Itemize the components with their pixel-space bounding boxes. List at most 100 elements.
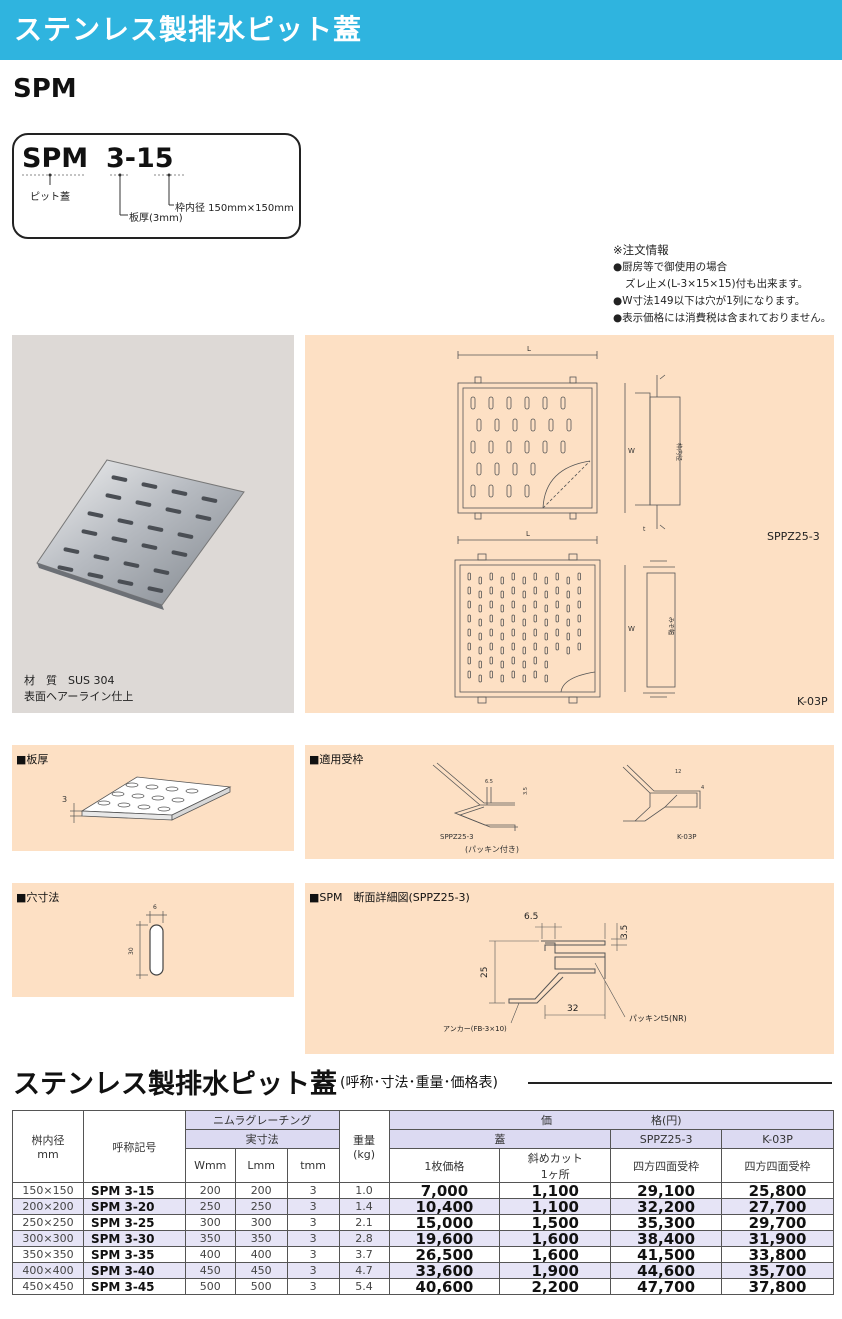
table-cell: 300×300 — [12, 1230, 84, 1247]
table-cell: 15,000 — [388, 1214, 501, 1231]
section-d-height: 25 — [480, 967, 490, 978]
page-title: ステンレス製排水ピット蓋 — [14, 13, 363, 46]
section-anchor: アンカー(FB-3×10) — [443, 1025, 507, 1033]
table-cell: 3 — [286, 1214, 340, 1231]
table-cell: 33,800 — [721, 1246, 834, 1263]
th-t: tmm — [286, 1148, 340, 1183]
table-cell: 25,800 — [721, 1182, 834, 1199]
table-cell: 3 — [286, 1230, 340, 1247]
code-prefix-label: ピット蓋 — [30, 192, 70, 203]
table-cell: 250×250 — [12, 1214, 84, 1231]
drawing-tag-sppz: SPPZ25-3 — [767, 530, 820, 543]
table-cell: 31,900 — [721, 1230, 834, 1247]
dim-t: t — [643, 526, 646, 533]
panel-thickness: ■板厚 3 — [12, 745, 294, 851]
table-cell: SPM 3-30 — [82, 1230, 186, 1247]
table-cell: 1,900 — [499, 1262, 612, 1279]
table-cell: 250 — [234, 1198, 288, 1215]
table-cell: 400 — [234, 1246, 288, 1263]
code-frame-label: 枠内径 150mm×150mm — [175, 203, 294, 214]
table-cell: 7,000 — [388, 1182, 501, 1199]
table-cell: 37,800 — [721, 1278, 834, 1295]
order-notes: ※注文情報 ●厨房等で御使用の場合 ズレ止メ(L-3×15×15)付も出来ます。… — [613, 242, 831, 327]
th-lid: 蓋 — [388, 1129, 612, 1149]
table-cell: 200×200 — [12, 1198, 84, 1215]
th-l: Lmm — [234, 1148, 288, 1183]
table-cell: 3 — [286, 1278, 340, 1295]
table-cell: 450 — [184, 1262, 236, 1279]
th-grating: ニムラグレーチング — [184, 1110, 340, 1130]
table-cell: 350 — [234, 1230, 288, 1247]
table-cell: SPM 3-15 — [82, 1182, 186, 1199]
section-d-width: 32 — [567, 1004, 578, 1014]
table-cell: 200 — [234, 1182, 288, 1199]
th-frame1: 四方四面受枠 — [610, 1148, 723, 1183]
table-cell: 400×400 — [12, 1262, 84, 1279]
table-cell: 3 — [286, 1182, 340, 1199]
drawing-svg: L L W W 枠内径 みぞ幅 t — [454, 345, 683, 704]
table-cell: SPM 3-40 — [82, 1262, 186, 1279]
note-line: ※注文情報 — [613, 243, 669, 257]
dim-w-bottom: W — [628, 625, 635, 633]
frame-d3: 12 — [675, 769, 681, 775]
table-cell: 40,600 — [388, 1278, 501, 1295]
th-price: 価 格(円) — [388, 1110, 834, 1130]
code-box: SPM 3-15 ピット蓋 枠内径 150mm×150mm 板厚(3mm) — [12, 133, 301, 239]
frame-d1: 6.5 — [485, 779, 493, 785]
drawing-tag-k03p: K-03P — [797, 695, 828, 708]
table-cell: 35,300 — [610, 1214, 723, 1231]
table-cell: 5.4 — [338, 1278, 390, 1295]
price-section-rule — [528, 1082, 832, 1084]
panel-section: ■SPM 断面詳細図(SPPZ25-3) 6.5 3.5 25 32 — [305, 883, 834, 1054]
note-line: ●厨房等で御使用の場合 — [613, 261, 728, 273]
panel-hole: ■穴寸法 6 30 — [12, 883, 294, 997]
th-single: 1枚価格 — [388, 1148, 501, 1183]
table-cell: 26,500 — [388, 1246, 501, 1263]
table-cell: 3 — [286, 1262, 340, 1279]
th-actual: 実寸法 — [184, 1129, 340, 1149]
dim-l-bottom: L — [526, 530, 530, 538]
table-cell: 1,600 — [499, 1230, 612, 1247]
table-cell: SPM 3-45 — [82, 1278, 186, 1295]
table-cell: 450×450 — [12, 1278, 84, 1295]
th-weight: 重量(kg) — [338, 1110, 390, 1183]
hole-svg: 6 30 — [128, 904, 167, 979]
thickness-svg: 3 — [62, 776, 232, 823]
price-section-subtitle: (呼称･寸法･重量･価格表) — [340, 1075, 498, 1091]
panel-frames: ■適用受枠 6.5 3.5 12 4 SPPZ25-3 (パッキン付き) K-0… — [305, 745, 834, 859]
table-cell: 19,600 — [388, 1230, 501, 1247]
table-cell: 35,700 — [721, 1262, 834, 1279]
material-label: 材 質 SUS 304 — [24, 674, 115, 687]
table-cell: 29,700 — [721, 1214, 834, 1231]
table-cell: 32,200 — [610, 1198, 723, 1215]
table-cell: 2.1 — [338, 1214, 390, 1231]
table-cell: 1,100 — [499, 1198, 612, 1215]
table-cell: SPM 3-35 — [82, 1246, 186, 1263]
table-cell: 400 — [184, 1246, 236, 1263]
code-thickness-label: 板厚(3mm) — [129, 213, 183, 224]
table-cell: 3.7 — [338, 1246, 390, 1263]
table-cell: 1,500 — [499, 1214, 612, 1231]
note-line: ●W寸法149以下は穴が1列になります。 — [613, 295, 806, 307]
table-cell: SPM 3-25 — [82, 1214, 186, 1231]
table-cell: 38,400 — [610, 1230, 723, 1247]
product-photo: 材 質 SUS 304 表面ヘアーライン仕上 — [12, 335, 294, 713]
grating-plate-image — [36, 459, 245, 610]
frames-svg: 6.5 3.5 12 4 SPPZ25-3 (パッキン付き) K-03P — [432, 762, 704, 854]
section-svg: 6.5 3.5 25 32 パッキンt5(NR) アンカー(FB-3×10) — [443, 912, 687, 1033]
hole-height: 30 — [128, 947, 135, 955]
table-cell: 1.0 — [338, 1182, 390, 1199]
section-d-right: 3.5 — [620, 925, 630, 939]
table-cell: 29,100 — [610, 1182, 723, 1199]
header-banner: ステンレス製排水ピット蓋 — [0, 0, 842, 60]
code-prefix: SPM — [22, 143, 89, 174]
table-cell: 10,400 — [388, 1198, 501, 1215]
note-line: ズレ止メ(L-3×15×15)付も出来ます。 — [625, 278, 809, 290]
